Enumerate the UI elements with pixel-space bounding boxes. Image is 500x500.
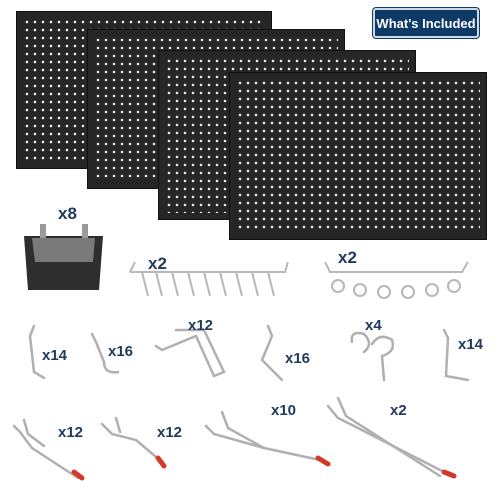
long-hook-a-quantity: x12 <box>58 424 84 441</box>
hook-d-quantity: x16 <box>285 350 311 367</box>
screwdriver-rack-quantity: x2 <box>338 248 357 267</box>
bin-rack-quantity: x2 <box>148 254 167 273</box>
hook-f-quantity: x14 <box>458 336 484 353</box>
hook-b-quantity: x16 <box>108 343 134 360</box>
pegboard-panel-4 <box>229 72 487 240</box>
hook-e-quantity: x4 <box>365 317 382 334</box>
long-hook-d-quantity: x2 <box>390 402 407 419</box>
long-hook-c-quantity: x10 <box>271 402 297 419</box>
bin-quantity: x8 <box>58 204 77 223</box>
whats-included-badge: What's Included <box>372 7 480 39</box>
hook-c-quantity: x12 <box>188 317 214 334</box>
hook-a-quantity: x14 <box>42 347 68 364</box>
long-hook-b-quantity: x12 <box>157 424 183 441</box>
